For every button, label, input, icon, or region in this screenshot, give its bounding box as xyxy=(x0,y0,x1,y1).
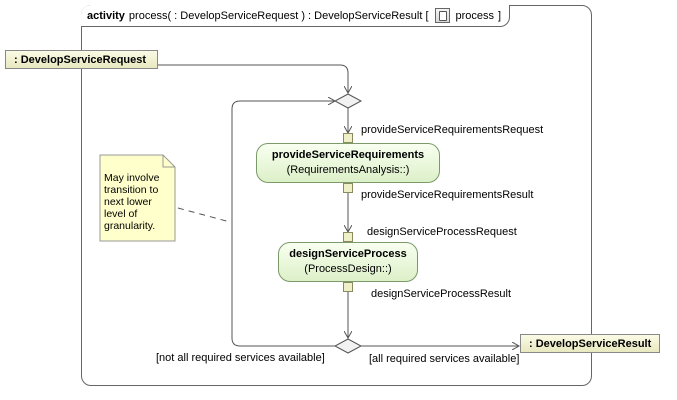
pin-label-provide-request: provideServiceRequirementsRequest xyxy=(361,124,544,136)
output-parameter-node[interactable]: : DevelopServiceResult xyxy=(520,334,660,353)
pin-label-provide-result: provideServiceRequirementsResult xyxy=(361,189,534,201)
activity-keyword: activity xyxy=(87,9,125,22)
input-parameter-node[interactable]: : DevelopServiceRequest xyxy=(5,50,158,69)
note-anchor-line xyxy=(177,207,231,223)
note-text: May involve transition to next lower lev… xyxy=(104,172,160,232)
action-design-service-process[interactable]: designServiceProcess (ProcessDesign::) xyxy=(278,242,418,282)
pin-provide-request[interactable] xyxy=(343,133,353,143)
action-owner: (RequirementsAnalysis::) xyxy=(286,164,410,176)
pin-provide-result[interactable] xyxy=(343,183,353,193)
activity-signature: process( : DevelopServiceRequest ) : Dev… xyxy=(128,9,429,22)
pin-label-design-result: designServiceProcessResult xyxy=(371,288,512,300)
action-name: designServiceProcess xyxy=(289,248,407,260)
note-shape xyxy=(99,154,176,242)
merge-node[interactable] xyxy=(333,93,363,109)
activity-frame-header: activity process( : DevelopServiceReques… xyxy=(81,5,511,27)
decision-node[interactable] xyxy=(333,338,363,354)
behavior-name: process xyxy=(455,9,495,22)
loop-back-flow xyxy=(231,101,337,347)
guard-not-all: [not all required services available] xyxy=(156,352,325,364)
action-owner: (ProcessDesign::) xyxy=(304,263,392,275)
pin-design-request[interactable] xyxy=(343,232,353,242)
pin-design-result[interactable] xyxy=(343,282,353,292)
guard-all: [all required services available] xyxy=(369,353,520,365)
behavior-icon xyxy=(434,8,450,23)
signature-close-bracket: ] xyxy=(498,9,502,22)
input-flow xyxy=(156,64,348,93)
pin-label-design-request: designServiceProcessRequest xyxy=(367,226,517,238)
action-provide-service-requirements[interactable]: provideServiceRequirements (Requirements… xyxy=(256,143,440,183)
action-name: provideServiceRequirements xyxy=(271,149,425,161)
